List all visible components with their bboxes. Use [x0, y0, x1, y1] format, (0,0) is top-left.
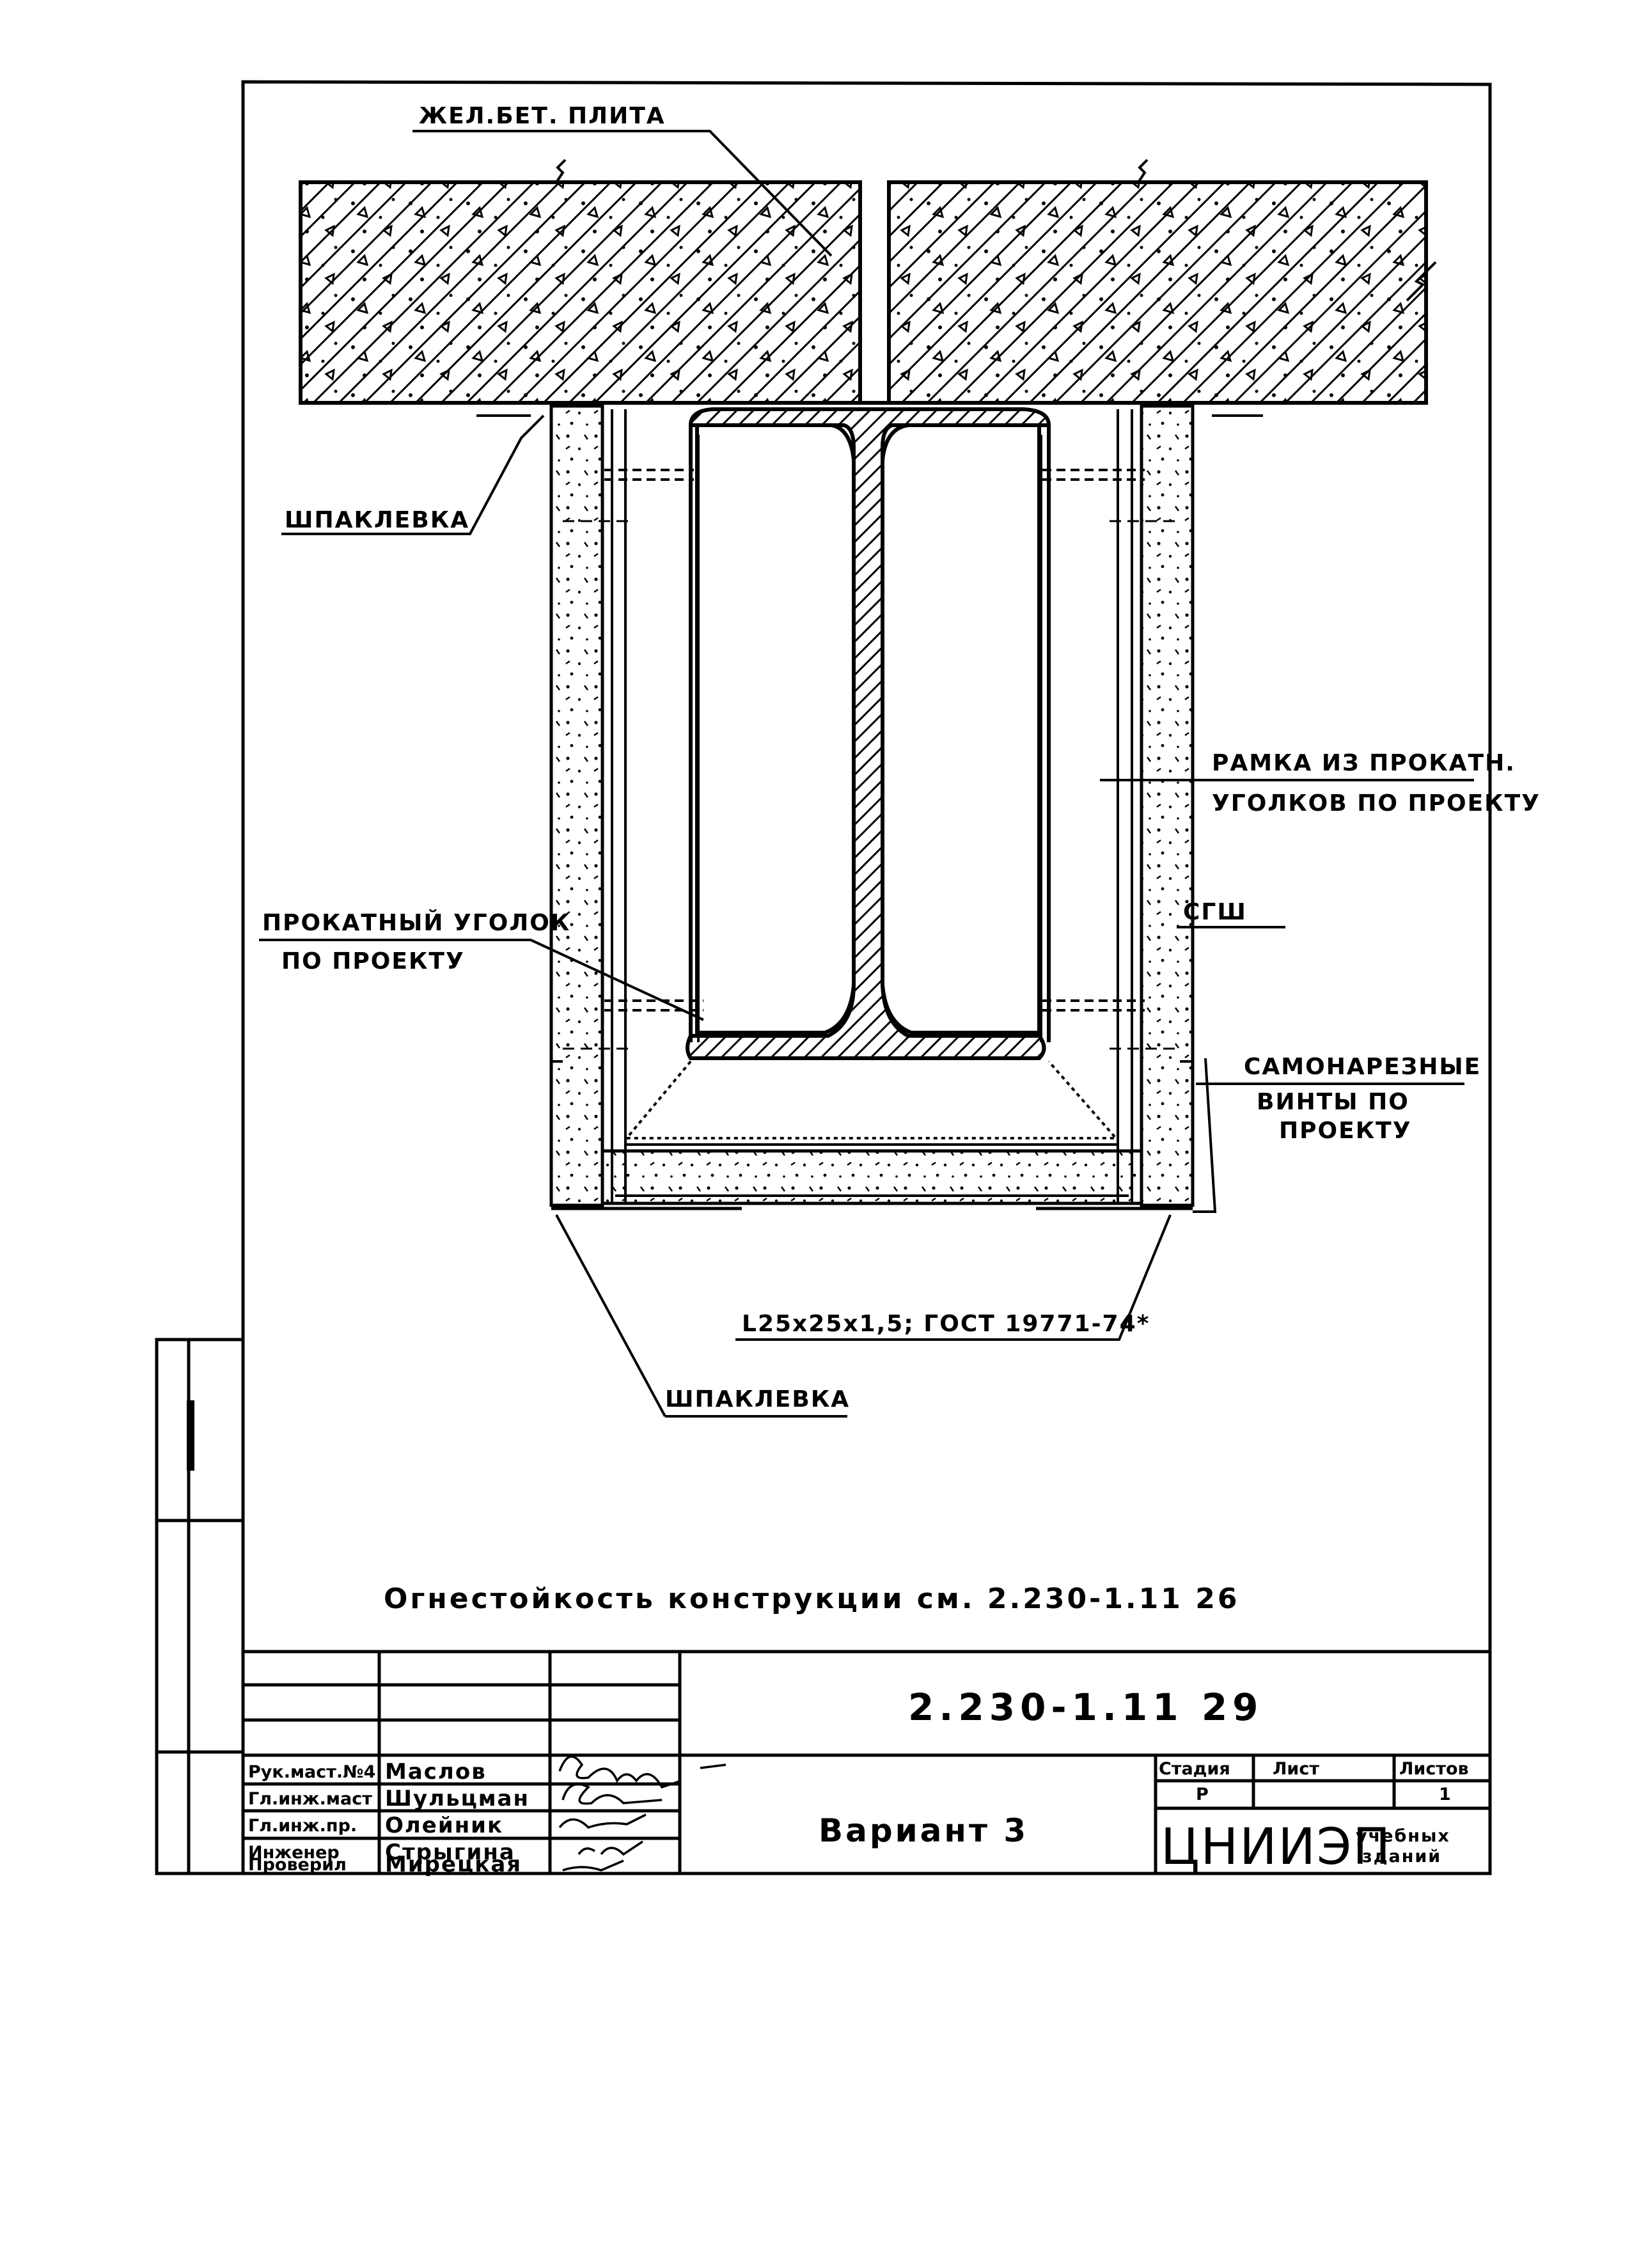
- signatures: [558, 1755, 726, 1872]
- org-name: ЦНИИЭП: [1161, 1818, 1392, 1876]
- label-frame-line1: РАМКА ИЗ ПРОКАТН.: [1212, 750, 1516, 776]
- drawing-labels: ЖЕЛ.БЕТ. ПЛИТА ШПАКЛЕВКА РАМКА ИЗ ПРОКАТ…: [262, 103, 1541, 1615]
- label-angle-line2: ПО ПРОЕКТУ: [281, 948, 465, 974]
- org-sub1: учебных: [1356, 1826, 1450, 1846]
- name-1: Шульцман: [385, 1786, 530, 1811]
- concrete-slab: [299, 159, 1437, 405]
- sheets-header: Листов: [1399, 1759, 1469, 1779]
- leader-lines: [259, 130, 1474, 1418]
- label-screws-line3: ПРОЕКТУ: [1279, 1118, 1411, 1144]
- label-screws-line1: САМОНАРЕЗНЫЕ: [1244, 1054, 1481, 1080]
- sheet-title: Вариант 3: [819, 1812, 1028, 1849]
- name-0: Маслов: [385, 1759, 487, 1785]
- fasteners: [563, 469, 1180, 1050]
- role-4: Проверил: [248, 1855, 347, 1875]
- fire-resistance-note: Огнестойкость конструкции см. 2.230-1.11…: [384, 1583, 1239, 1615]
- sheet-header: Лист: [1273, 1759, 1319, 1779]
- name-2: Олейник: [385, 1813, 503, 1838]
- label-screws-line2: ВИНТЫ ПО: [1257, 1089, 1409, 1115]
- name-4: Мирецкая: [385, 1852, 522, 1877]
- role-0: Рук.маст.№4: [248, 1762, 375, 1782]
- label-frame-line2: УГОЛКОВ ПО ПРОЕКТУ: [1212, 790, 1541, 817]
- sheets-value: 1: [1439, 1785, 1451, 1804]
- label-slab: ЖЕЛ.БЕТ. ПЛИТА: [419, 103, 666, 129]
- stage-value: Р: [1196, 1785, 1209, 1804]
- role-2: Гл.инж.пр.: [248, 1816, 357, 1836]
- label-putty-top: ШПАКЛЕВКА: [285, 507, 469, 533]
- role-1: Гл.инж.маст: [248, 1789, 372, 1809]
- label-angle-line1: ПРОКАТНЫЙ УГОЛОК: [262, 909, 570, 936]
- org-sub2: зданий: [1362, 1847, 1441, 1866]
- label-putty-bottom: ШПАКЛЕВКА: [665, 1386, 850, 1412]
- stage-header: Стадия: [1159, 1759, 1230, 1779]
- name-3: Стрыгина: [385, 1840, 515, 1865]
- title-block: 2.230-1.11 29 Вариант 3 Рук.маст.№4 Гл.и…: [241, 1650, 1492, 1877]
- label-gypsum: СГШ: [1183, 899, 1247, 925]
- label-angle-spec: L25x25x1,5; ГОСТ 19771-74*: [742, 1311, 1150, 1337]
- role-3: Инженер: [248, 1843, 340, 1863]
- doc-number: 2.230-1.11 29: [908, 1685, 1264, 1729]
- gypsum-casing: [549, 404, 1195, 1210]
- steel-i-beam: [624, 407, 1119, 1139]
